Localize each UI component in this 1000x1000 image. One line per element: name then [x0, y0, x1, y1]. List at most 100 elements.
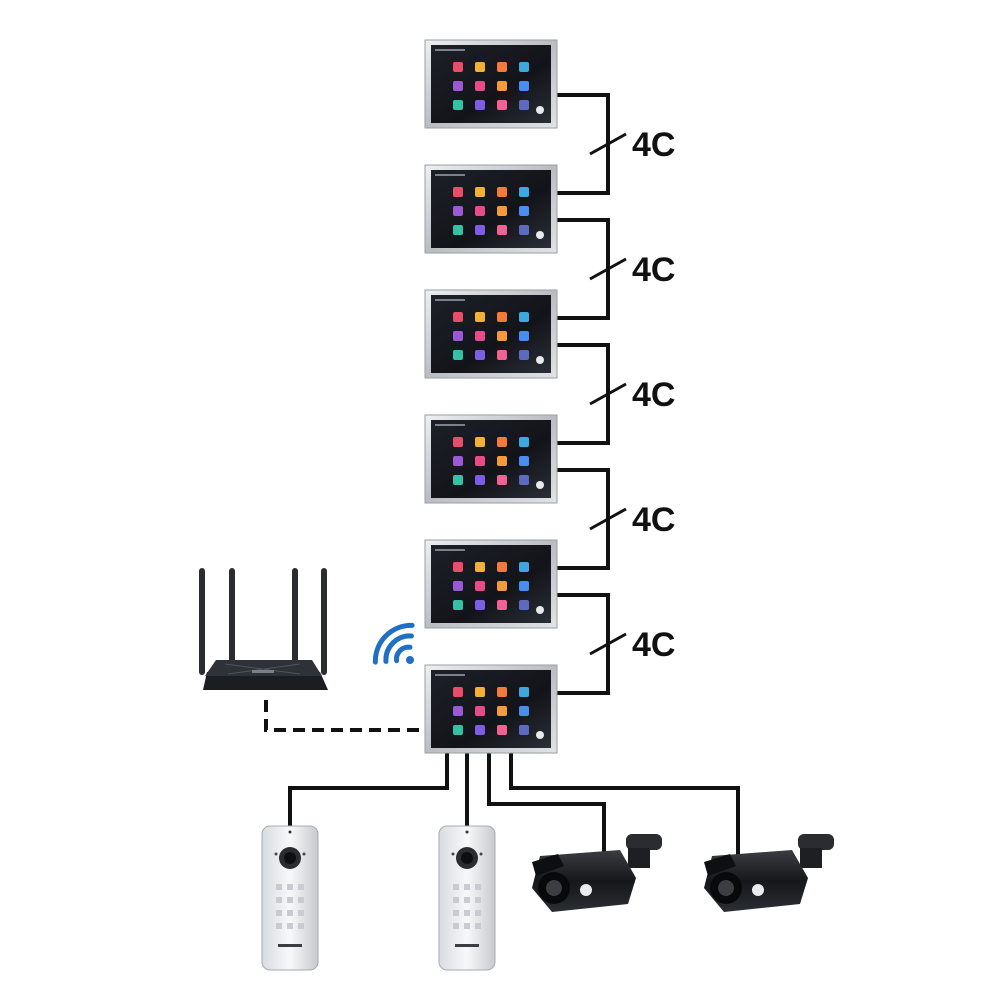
app-icon — [475, 225, 485, 235]
app-icon — [519, 475, 529, 485]
app-icon — [453, 225, 463, 235]
app-icon — [519, 581, 529, 591]
keypad-key — [475, 884, 481, 890]
monitor-stack — [424, 39, 558, 754]
camera-mount — [798, 834, 834, 850]
status-bar — [435, 49, 465, 51]
antenna — [292, 568, 298, 668]
keypad-key — [475, 910, 481, 916]
monitor-screen — [431, 170, 551, 248]
cable-label: 4C — [632, 126, 675, 164]
app-icon — [497, 437, 507, 447]
app-icon — [475, 206, 485, 216]
cable-label: 4C — [632, 501, 675, 539]
lens-ring — [718, 880, 734, 896]
app-icon — [453, 562, 463, 572]
app-icon — [475, 600, 485, 610]
camera-badge — [580, 884, 592, 896]
indoor-monitor — [424, 39, 558, 129]
app-icon — [475, 81, 485, 91]
app-icon — [453, 312, 463, 322]
home-icon — [536, 731, 544, 739]
app-icon — [497, 475, 507, 485]
home-icon — [536, 231, 544, 239]
camera-badge — [752, 884, 764, 896]
lens-core — [461, 852, 473, 864]
keypad-key — [453, 884, 459, 890]
indoor-monitor — [424, 664, 558, 754]
wiring — [264, 93, 740, 858]
app-icon — [497, 331, 507, 341]
home-icon — [536, 356, 544, 364]
door-station-wire — [288, 753, 449, 828]
app-icon — [453, 600, 463, 610]
antenna — [321, 568, 327, 675]
app-icon — [519, 81, 529, 91]
app-icon — [453, 456, 463, 466]
monitor-link-wire — [557, 218, 610, 320]
app-icon — [519, 600, 529, 610]
app-icon — [475, 312, 485, 322]
app-icon — [519, 706, 529, 716]
app-icon — [453, 475, 463, 485]
app-icon — [475, 187, 485, 197]
app-icon — [453, 725, 463, 735]
status-bar — [435, 549, 465, 551]
monitor-screen — [431, 45, 551, 123]
app-icon — [453, 100, 463, 110]
home-icon — [536, 481, 544, 489]
app-icon — [519, 687, 529, 697]
monitor-link-wire — [557, 343, 610, 445]
keypad-key — [475, 897, 481, 903]
wifi-router-icon — [199, 568, 328, 690]
keypad-key — [453, 923, 459, 929]
app-icon — [497, 706, 507, 716]
keypad-key — [475, 923, 481, 929]
speaker-slot — [455, 944, 479, 947]
app-icon — [453, 706, 463, 716]
app-icon — [497, 600, 507, 610]
keypad-key — [276, 923, 282, 929]
app-icon — [519, 456, 529, 466]
door-station-icon — [438, 825, 496, 971]
keypad-key — [287, 923, 293, 929]
app-icon — [519, 312, 529, 322]
app-icon — [475, 562, 485, 572]
speaker-slot — [278, 944, 302, 947]
status-bar — [435, 299, 465, 301]
app-icon — [497, 100, 507, 110]
antenna — [229, 568, 235, 668]
bullet-camera-icon — [704, 834, 834, 912]
app-icon — [519, 100, 529, 110]
app-icon — [519, 187, 529, 197]
keypad-key — [287, 884, 293, 890]
camera-wire — [509, 753, 740, 858]
keypad-key — [453, 897, 459, 903]
wire-slash — [589, 382, 627, 406]
app-icon — [497, 687, 507, 697]
app-icon — [497, 81, 507, 91]
ir-led — [274, 852, 278, 856]
lens-ring — [546, 880, 562, 896]
keypad-key — [453, 910, 459, 916]
keypad-key — [464, 910, 470, 916]
app-icon — [453, 206, 463, 216]
app-icon — [519, 331, 529, 341]
wire-slash — [589, 632, 627, 656]
bullet-camera-icon — [532, 834, 662, 912]
app-icon — [475, 456, 485, 466]
app-icon — [497, 187, 507, 197]
status-bar — [435, 424, 465, 426]
app-icon — [519, 350, 529, 360]
keypad-key — [276, 910, 282, 916]
app-icon — [497, 225, 507, 235]
router-body — [203, 672, 328, 690]
home-icon — [536, 106, 544, 114]
indoor-monitor — [424, 289, 558, 379]
app-icon — [519, 562, 529, 572]
monitor-link-wire — [557, 593, 610, 695]
indoor-monitor — [424, 414, 558, 504]
app-icon — [475, 437, 485, 447]
